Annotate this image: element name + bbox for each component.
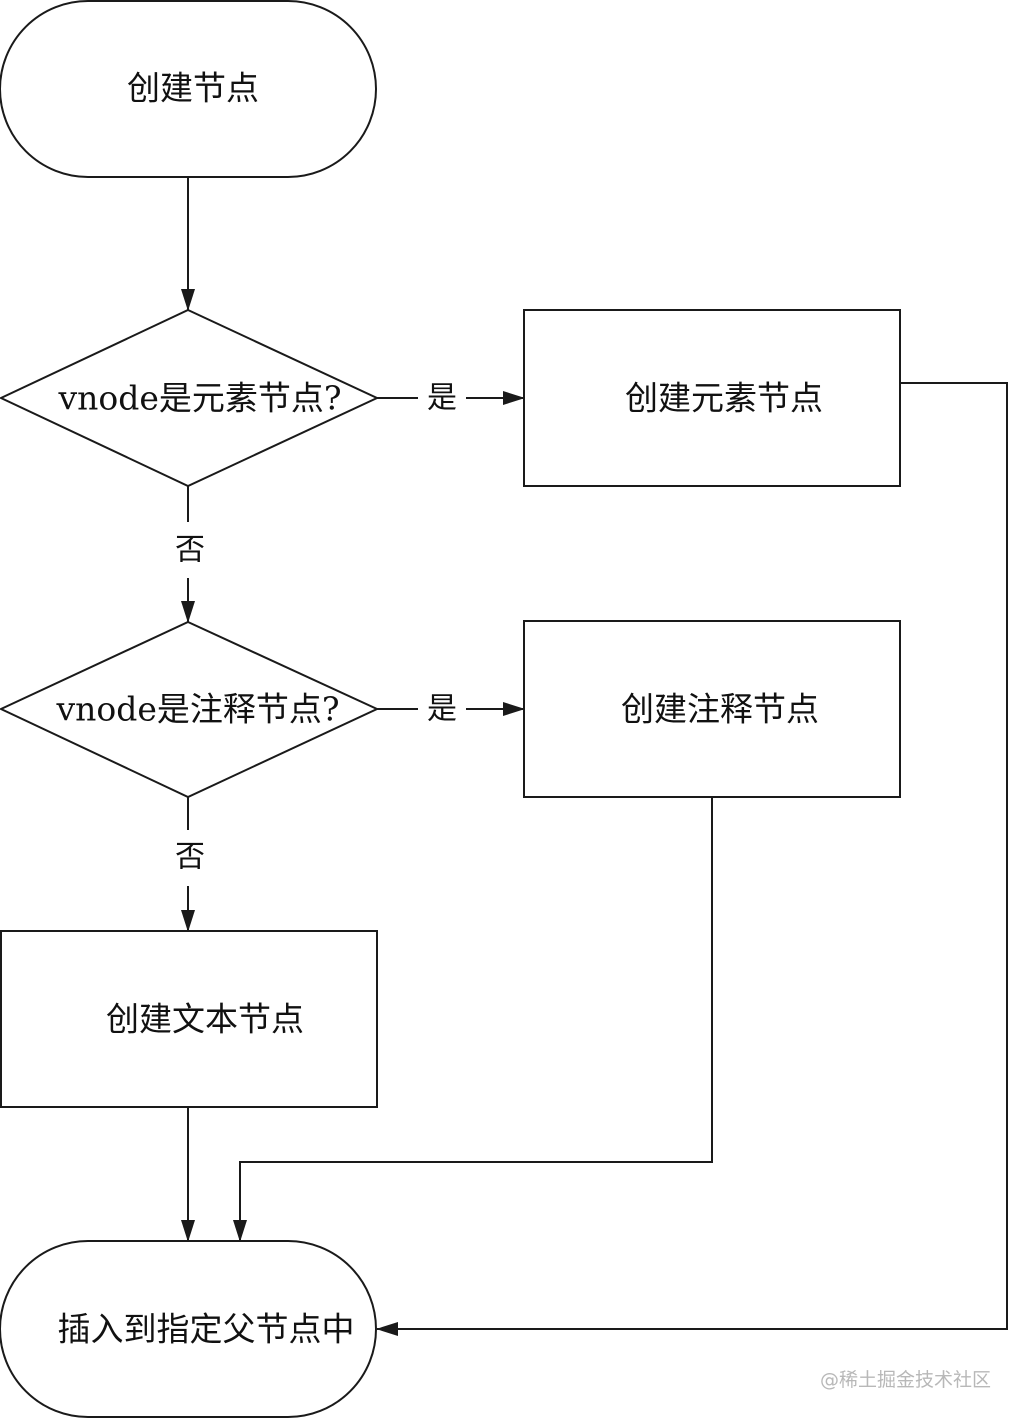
element-check-diamond [0, 308, 380, 488]
create-text-label: 创建文本节点 [106, 1000, 304, 1039]
element-no-label: 否 [175, 533, 205, 568]
comment-check-label: vnode是注释节点? [55, 690, 339, 729]
start-label: 创建节点 [127, 69, 259, 108]
watermark: @稀土掘金技术社区 [820, 1369, 991, 1391]
create-comment-label: 创建注释节点 [621, 690, 819, 729]
start-terminal [0, 0, 377, 178]
create-element-box [523, 309, 901, 487]
create-text-box [0, 930, 378, 1108]
insert-label: 插入到指定父节点中 [58, 1310, 355, 1349]
comment-no-label: 否 [175, 840, 205, 875]
comment-yes-label: 是 [427, 692, 457, 727]
edge-comment-to-insert [233, 797, 713, 1242]
create-element-label: 创建元素节点 [625, 379, 823, 418]
edge-element-to-insert [376, 382, 1008, 1336]
create-comment-box [523, 620, 901, 798]
insert-terminal [0, 1240, 377, 1418]
element-check-label: vnode是元素节点? [57, 379, 341, 418]
element-yes-label: 是 [427, 381, 457, 416]
comment-check-diamond [0, 620, 380, 799]
